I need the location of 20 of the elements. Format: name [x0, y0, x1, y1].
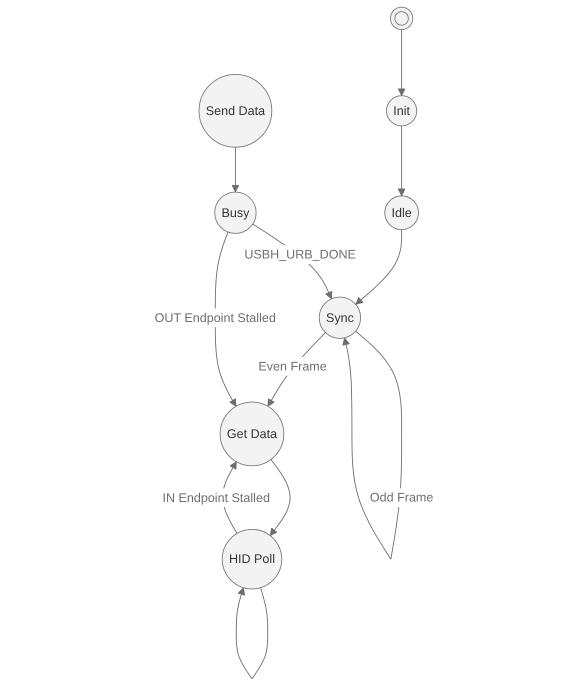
node-circle	[390, 6, 414, 30]
arrow	[398, 125, 406, 196]
arrow	[236, 587, 268, 680]
arrow	[398, 29, 406, 96]
node-circle: Idle	[384, 195, 419, 230]
node-circle: Sync	[318, 296, 362, 339]
edge-label: IN Endpoint Stalled	[162, 490, 270, 504]
node-circle: Get Data	[220, 402, 284, 466]
edge-label: Even Frame	[258, 358, 327, 374]
node-circle: Busy	[214, 192, 257, 234]
arrow	[355, 229, 402, 305]
arrow	[231, 146, 240, 192]
arrow	[214, 232, 236, 407]
edge-label: USBH_URB_DONE	[244, 246, 356, 262]
edge-label: OUT Endpoint Stalled	[154, 310, 276, 324]
edge-label: Odd Frame	[370, 490, 434, 504]
node-circle: HID Poll	[222, 528, 282, 590]
node-circle: Init	[386, 95, 418, 126]
arrow	[270, 459, 291, 536]
node-circle: Send Data	[198, 74, 272, 148]
